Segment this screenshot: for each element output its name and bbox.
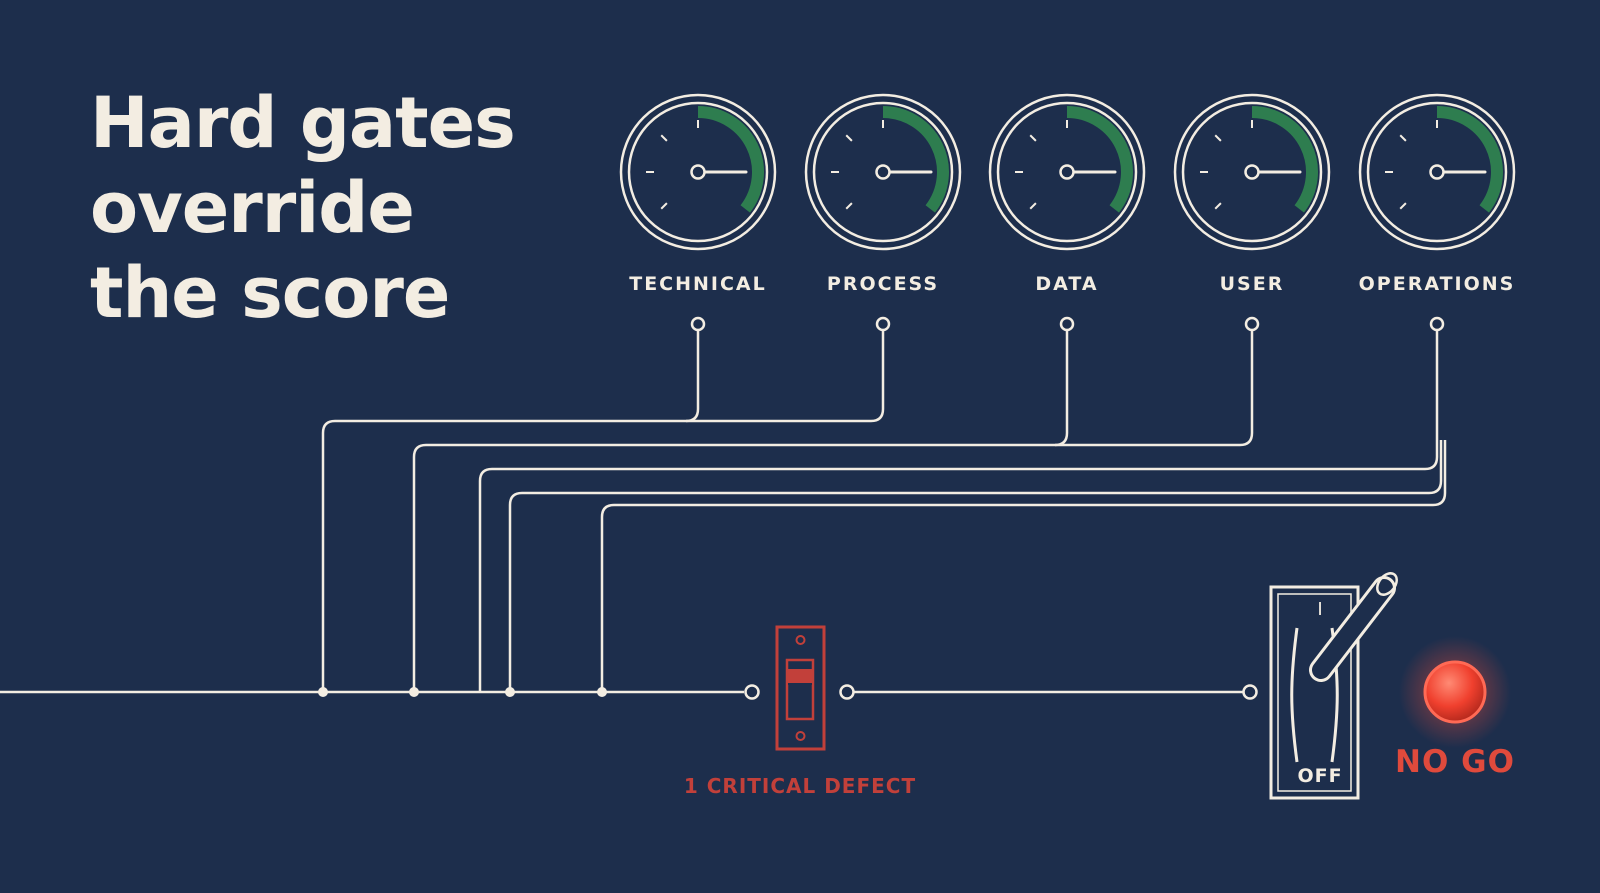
title-line-2: override — [90, 167, 415, 249]
wire-operations-1 — [478, 330, 1439, 692]
gauge-terminal — [1429, 316, 1445, 332]
gauge-arc — [697, 106, 764, 213]
gauge-bezel — [804, 93, 962, 251]
gauge-pivot — [1429, 164, 1445, 180]
defect-switch-plate — [775, 625, 826, 751]
wire-data — [412, 330, 1069, 692]
gauge-arc — [1066, 106, 1133, 213]
gauge-tick — [1399, 134, 1407, 142]
gauge-tick — [1214, 202, 1222, 210]
gauge-label: PROCESS — [827, 273, 939, 295]
gauge-label: DATA — [1035, 273, 1098, 295]
gauge-data: DATA — [988, 93, 1146, 295]
main-switch-off-label: OFF — [1297, 765, 1342, 787]
gauge-tick — [660, 202, 668, 210]
defect-label: 1 CRITICAL DEFECT — [684, 774, 916, 798]
gauge-technical: TECHNICAL — [619, 93, 777, 295]
main-switch-inner-box — [1277, 593, 1352, 792]
main-switch-lever — [1312, 579, 1393, 679]
gauge-bezel — [988, 93, 1146, 251]
gauge-face — [1181, 101, 1323, 243]
gauge-arc — [1436, 106, 1503, 213]
switch-terminal — [744, 684, 760, 700]
gauge-row: TECHNICAL PROCESS DATA USER OPERATIONS — [619, 93, 1516, 295]
gauge-pivot — [1059, 164, 1075, 180]
gauge-terminal — [1244, 316, 1260, 332]
gauge-user: USER — [1173, 93, 1331, 295]
defect-switch-slot — [785, 658, 815, 721]
gauge-face — [996, 101, 1138, 243]
gauge-bezel — [1358, 93, 1516, 251]
signal-wires — [0, 330, 1447, 694]
wire-process — [686, 330, 885, 423]
gauge-bezel — [1173, 93, 1331, 251]
wire-junctions — [318, 316, 1445, 700]
switch-terminal — [839, 684, 855, 700]
gauge-process: PROCESS — [804, 93, 962, 295]
gauge-tick — [1029, 202, 1037, 210]
defect-plate-screw — [795, 731, 806, 741]
main-switch[interactable] — [1269, 570, 1401, 800]
gauge-face — [1366, 101, 1508, 243]
gauge-pivot — [875, 164, 891, 180]
gauge-label: TECHNICAL — [629, 273, 767, 295]
gauge-tick — [1214, 134, 1222, 142]
main-switch-slot-left — [1290, 627, 1299, 763]
bus-junction — [597, 687, 607, 697]
gauge-label: OPERATIONS — [1359, 273, 1516, 295]
status-label: NO GO — [1395, 744, 1515, 780]
wire-operations-2 — [508, 440, 1443, 692]
defect-switch[interactable] — [775, 625, 826, 751]
gauge-face — [812, 101, 954, 243]
gauge-operations: OPERATIONS — [1358, 93, 1516, 295]
gauge-face — [627, 101, 769, 243]
bus-junction — [409, 687, 419, 697]
gauge-arc — [882, 106, 949, 213]
bus-junction — [318, 687, 328, 697]
wire-operations-3 — [600, 440, 1447, 692]
gauge-arc — [1251, 106, 1318, 213]
gauge-terminal — [690, 316, 706, 332]
title-line-1: Hard gates — [90, 82, 516, 164]
gauge-bezel — [619, 93, 777, 251]
gauge-tick — [1029, 134, 1037, 142]
bus-junction — [505, 687, 515, 697]
gauge-tick — [1399, 202, 1407, 210]
gauge-tick — [845, 134, 853, 142]
main-switch-box — [1269, 585, 1360, 800]
gauge-pivot — [1244, 164, 1260, 180]
switch-terminal — [1242, 684, 1258, 700]
gauge-pivot — [690, 164, 706, 180]
defect-switch-toggle[interactable] — [786, 669, 814, 685]
gauge-tick — [845, 202, 853, 210]
status-lamp — [1399, 636, 1511, 748]
gauge-label: USER — [1220, 273, 1285, 295]
main-switch-on-mark: I — [1317, 599, 1322, 620]
wire-user — [1055, 330, 1254, 447]
title-line-3: the score — [90, 252, 450, 334]
wire-technical — [321, 330, 700, 692]
gauge-tick — [660, 134, 668, 142]
status-lamp-light — [1423, 660, 1487, 724]
gauge-terminal — [1059, 316, 1075, 332]
main-switch-lever-tip — [1376, 572, 1398, 596]
defect-plate-screw — [795, 635, 806, 645]
gauge-terminal — [875, 316, 891, 332]
